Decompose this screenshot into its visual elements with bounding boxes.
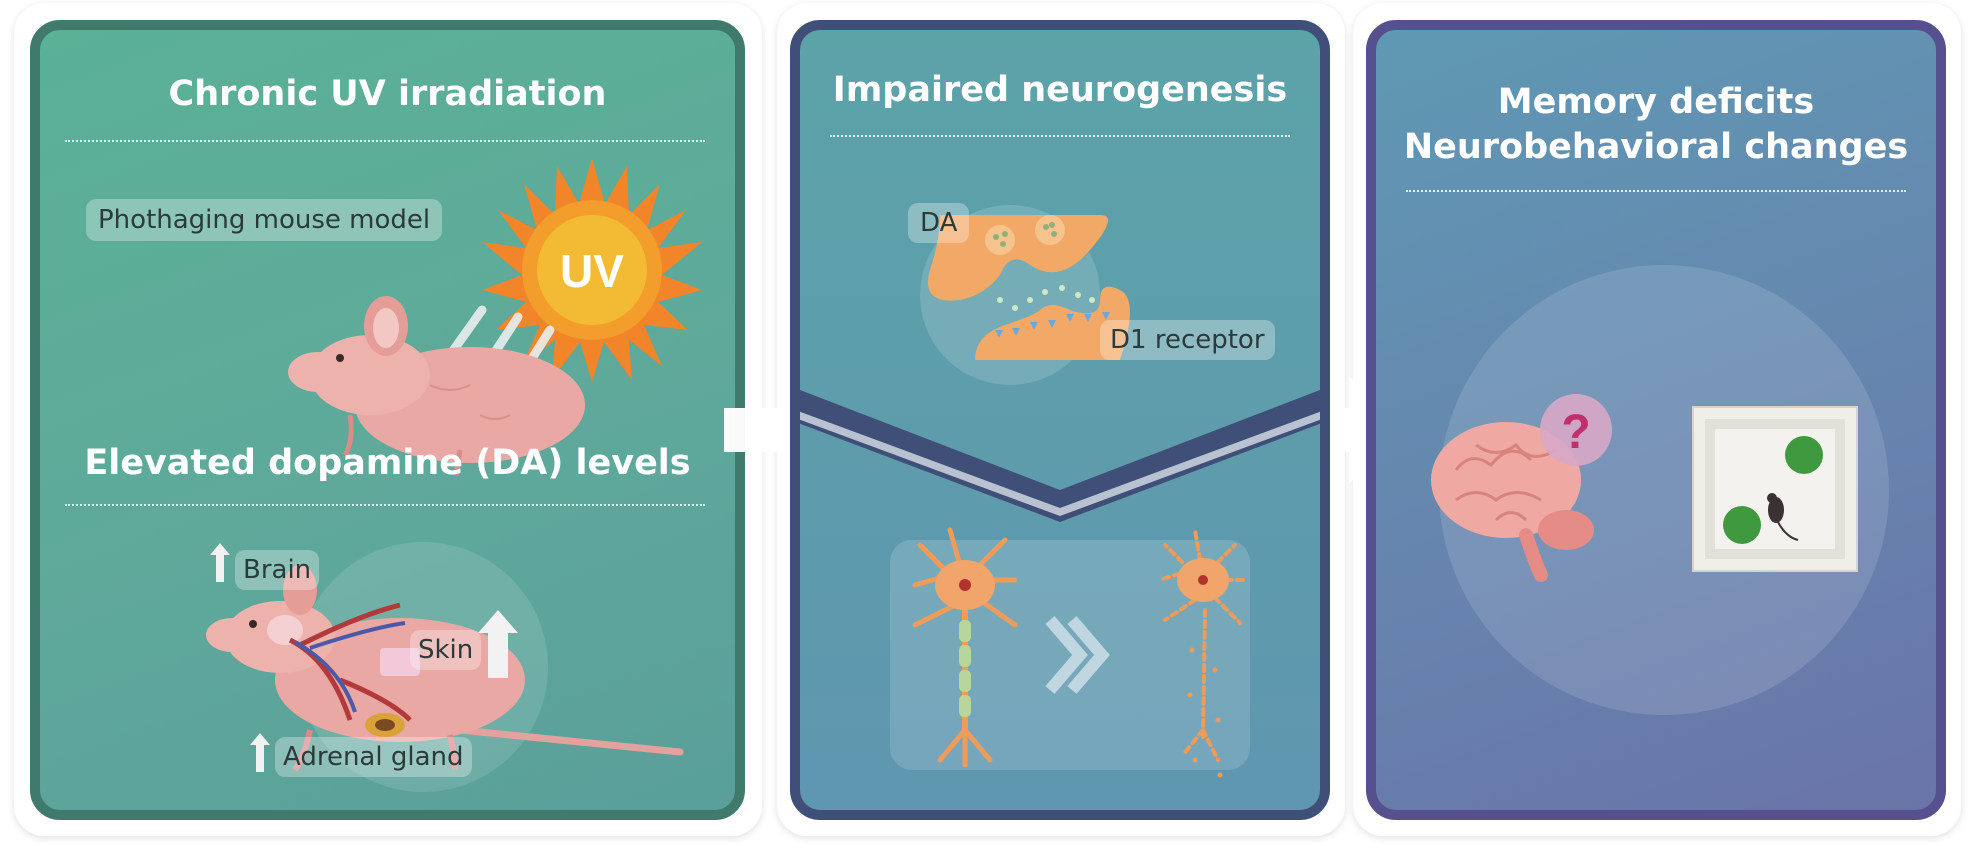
memory-illustration xyxy=(1439,265,1889,715)
mouse-icon xyxy=(288,296,585,476)
divider xyxy=(1406,190,1906,192)
sun-uv-text: UV xyxy=(560,245,624,297)
question-icon: ? xyxy=(1540,394,1612,466)
arena-icon xyxy=(1692,406,1858,572)
sun-icon: UV xyxy=(445,158,702,395)
brain-icon xyxy=(1431,422,1594,582)
label-adrenal-gland: Adrenal gland xyxy=(275,737,472,777)
neuron-icon xyxy=(890,527,1250,778)
up-arrow-icon xyxy=(210,543,518,772)
panel-memory-deficits: Memory deficits Neurobehavioral changes … xyxy=(1366,20,1946,820)
divider xyxy=(65,140,705,142)
label-da: DA xyxy=(908,203,970,243)
chevron-divider xyxy=(800,390,1320,522)
panel-neurogenesis: Impaired neurogenesis DA D1 receptor xyxy=(790,20,1330,820)
divider xyxy=(830,135,1290,137)
double-chevron-icon xyxy=(1045,616,1110,694)
mouse-anatomy-icon xyxy=(206,542,684,792)
label-photoaging-model: Phothaging mouse model xyxy=(86,199,443,241)
label-skin: Skin xyxy=(410,630,482,670)
label-brain: Brain xyxy=(235,550,320,590)
question-mark: ? xyxy=(1561,406,1590,459)
title-memory-deficits: Memory deficits xyxy=(1497,82,1815,122)
label-d1-receptor: D1 receptor xyxy=(1100,320,1275,360)
title-elevated-dopamine: Elevated dopamine (DA) levels xyxy=(84,443,691,483)
divider xyxy=(65,504,705,506)
title-impaired-neurogenesis: Impaired neurogenesis xyxy=(832,70,1288,110)
synapse-icon xyxy=(920,205,1130,385)
title-chronic-uv: Chronic UV irradiation xyxy=(168,74,607,114)
title-neurobehavioral-changes: Neurobehavioral changes xyxy=(1403,127,1909,167)
